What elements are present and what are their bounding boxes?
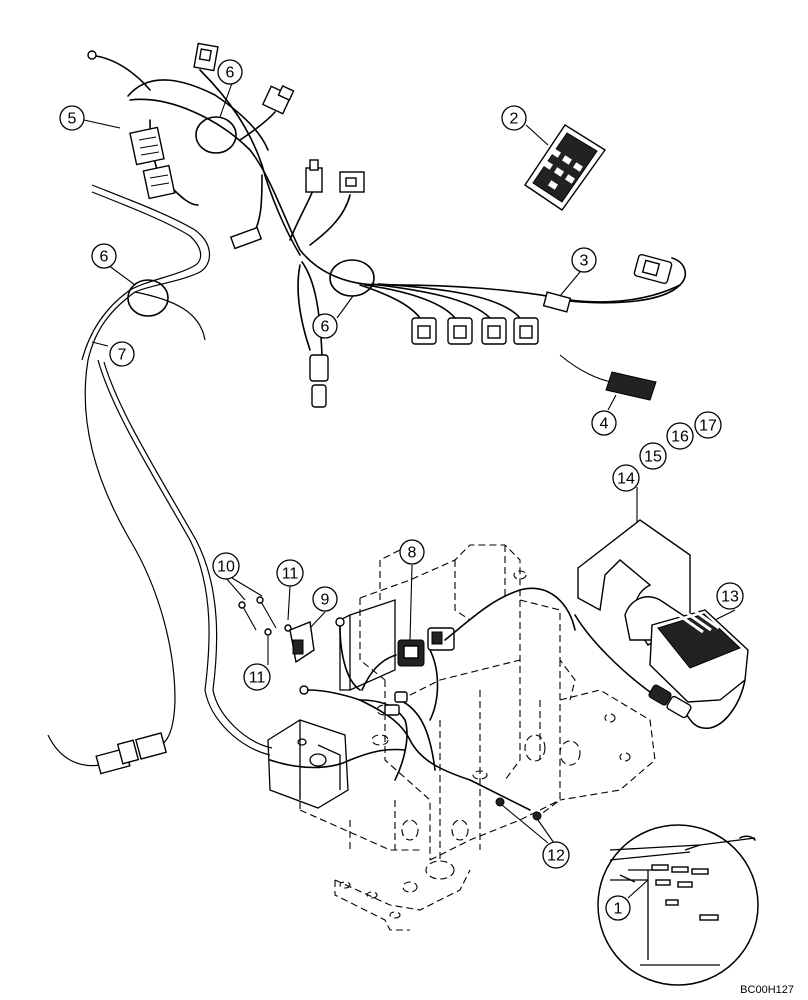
callout-11-lower-label: 11	[249, 670, 266, 687]
callout-6-top-label: 6	[226, 65, 235, 82]
callout-11-lower: 11	[243, 663, 271, 691]
callout-1-label: 1	[614, 901, 623, 918]
detail-inset	[597, 824, 759, 986]
callout-14-label: 14	[617, 471, 635, 488]
control-module-bracket	[339, 587, 576, 721]
callout-4: 4	[591, 410, 617, 436]
callout-17-label: 17	[699, 418, 717, 435]
callout-10-label: 10	[217, 559, 235, 576]
callout-9-label: 9	[321, 592, 330, 609]
callout-1: 1	[605, 895, 631, 921]
harness-connectors	[129, 42, 673, 408]
callout-6-middle: 6	[312, 313, 338, 339]
frame-harness	[269, 691, 542, 821]
callout-3: 3	[571, 247, 597, 273]
callout-5-label: 5	[68, 111, 77, 128]
decal-item-4	[559, 354, 657, 401]
callout-14: 14	[612, 464, 640, 492]
callout-11-upper: 11	[276, 559, 304, 587]
left-bracket	[267, 719, 349, 809]
callout-9: 9	[312, 586, 338, 612]
callout-6-left-label: 6	[100, 249, 109, 266]
harness-item-7	[47, 184, 273, 775]
callout-3-label: 3	[580, 253, 589, 270]
callout-17: 17	[694, 411, 722, 439]
callout-2-label: 2	[510, 111, 519, 128]
label-item-3	[542, 291, 572, 313]
callout-15-label: 15	[644, 449, 662, 466]
main-harness	[87, 50, 687, 356]
callout-16-label: 16	[671, 429, 689, 446]
callout-10: 10	[212, 552, 240, 580]
callout-4-label: 4	[600, 416, 609, 433]
callout-7: 7	[109, 341, 135, 367]
callout-5: 5	[59, 105, 85, 131]
chassis-frame	[299, 544, 656, 931]
cable-tie-rings	[127, 116, 375, 317]
foot-pedal-assembly	[574, 519, 749, 730]
switch-panel	[524, 124, 607, 211]
callout-8-label: 8	[408, 545, 417, 562]
figure-code: BC00H127	[740, 984, 794, 996]
callout-16: 16	[666, 422, 694, 450]
callout-13-label: 13	[721, 589, 739, 606]
callout-2: 2	[501, 105, 527, 131]
callout-12: 12	[542, 841, 570, 869]
callout-15: 15	[639, 442, 667, 470]
hardware-items	[238, 596, 361, 701]
callout-6-left: 6	[91, 243, 117, 269]
callout-6-middle-label: 6	[321, 319, 330, 336]
callout-7-label: 7	[118, 347, 127, 364]
callout-leaders	[83, 82, 736, 899]
callout-8: 8	[399, 539, 425, 565]
callout-12-label: 12	[547, 848, 565, 865]
callout-13: 13	[716, 582, 744, 610]
callout-11-upper-label: 11	[282, 566, 299, 583]
callout-6-top: 6	[217, 59, 243, 85]
